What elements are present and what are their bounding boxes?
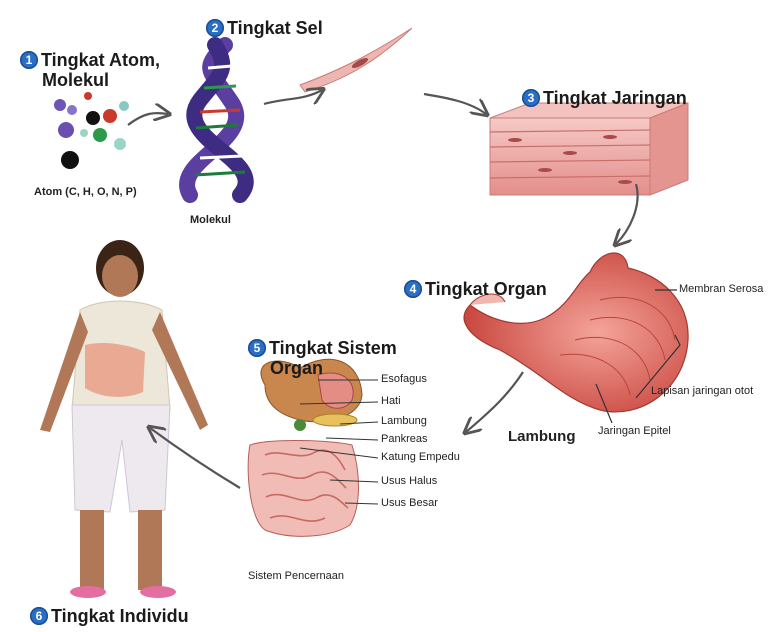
level-1-title-line1: Tingkat Atom,	[41, 50, 160, 70]
girl-illustration	[40, 240, 208, 598]
katung-empedu-label: Katung Empedu	[381, 451, 460, 463]
dna-molecule	[187, 45, 246, 195]
level-6-badge: 6	[30, 607, 48, 625]
lapisan-jaringan-otot-label: Lapisan jaringan otot	[651, 385, 753, 397]
level-1-title-line2: Molekul	[42, 70, 109, 90]
atom-caption: Atom (C, H, O, N, P)	[34, 186, 137, 198]
usus-besar-label: Usus Besar	[381, 497, 438, 509]
level-3-title: Tingkat Jaringan	[543, 88, 687, 108]
level-3-badge: 3	[522, 89, 540, 107]
level-5-title-line1: Tingkat Sistem	[269, 338, 397, 358]
digestive-system-illustration	[248, 359, 362, 536]
level-5-title-line2: Organ	[270, 358, 323, 378]
membran-serosa-label: Membran Serosa	[679, 283, 763, 295]
atom-spheres	[54, 92, 129, 169]
level-4-title: Tingkat Organ	[425, 279, 547, 299]
esofagus-label: Esofagus	[381, 373, 427, 385]
pankreas-label: Pankreas	[381, 433, 427, 445]
level-5-badge: 5	[248, 339, 266, 357]
level-1-badge: 1	[20, 51, 38, 69]
level-2-title: Tingkat Sel	[227, 18, 323, 38]
lambung-label: Lambung	[381, 415, 427, 427]
level-4-badge: 4	[404, 280, 422, 298]
lambung-caption: Lambung	[508, 428, 576, 445]
level-2-badge: 2	[206, 19, 224, 37]
hati-label: Hati	[381, 395, 401, 407]
molekul-caption: Molekul	[190, 214, 231, 226]
jaringan-epitel-label: Jaringan Epitel	[598, 425, 671, 437]
sistem-pencernaan-caption: Sistem Pencernaan	[248, 570, 344, 582]
usus-halus-label: Usus Halus	[381, 475, 437, 487]
level-6-title: Tingkat Individu	[51, 606, 189, 626]
muscle-tissue-block	[490, 103, 688, 195]
